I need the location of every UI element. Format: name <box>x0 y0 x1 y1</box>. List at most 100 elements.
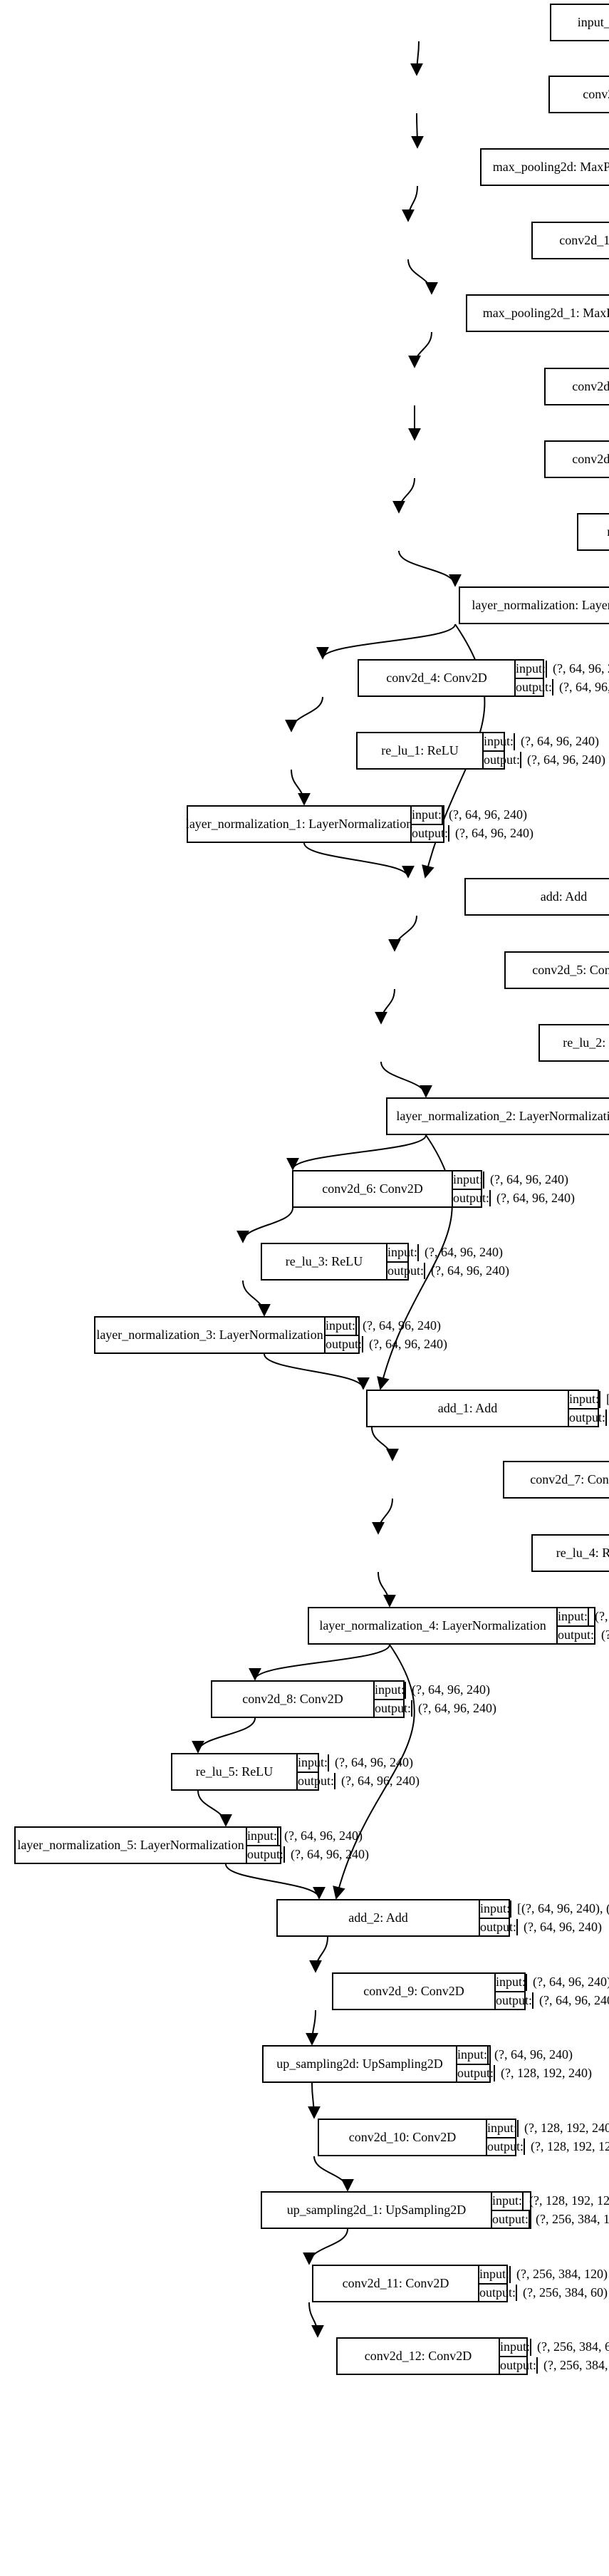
layer-name: re_lu_2: ReLU <box>540 1025 609 1060</box>
input-row: input:(?, 64, 96, 240) <box>247 1828 363 1846</box>
layer-shape-table: input: (?, 128, 192, 240)output: (?, 128, … <box>487 2120 609 2155</box>
input-row: input: (?, 128, 192, 240) <box>487 2120 609 2138</box>
output-label: output: <box>387 1262 426 1279</box>
input-row: input:(?, 64, 96, 240) <box>558 1608 609 1627</box>
input-shape: (?, 64, 96, 240) <box>490 1172 568 1187</box>
input-shape: (?, 128, 192, 120) <box>529 2193 609 2208</box>
output-row: output:(?, 64, 96, 240) <box>558 1626 609 1643</box>
input-row: input:(?, 64, 96, 240) <box>387 1244 503 1263</box>
output-row: output:(?, 64, 96, 240) <box>569 1409 608 1426</box>
layer-name: layer_normalization: LayerNormalization <box>460 588 609 623</box>
layer-name: up_sampling2d_1: UpSampling2D <box>262 2193 492 2228</box>
layer-node-max-pooling2d: max_pooling2d: MaxPooling2Dinput:(?, 256… <box>480 148 609 186</box>
edge-conv2d-1-to-max-pooling2d-1 <box>407 259 438 295</box>
edge-re-lu-3-to-layer-normalization-3 <box>242 1280 271 1317</box>
input-label: input: <box>412 807 444 824</box>
output-shape: (?, 64, 96, 240) <box>291 1846 369 1861</box>
output-shape: (?, 64, 96, 240) <box>431 1263 509 1278</box>
edge-conv2d-3-to-re-lu <box>392 477 415 514</box>
layer-shape-table: input:(?, 64, 96, 240)output:(?, 64, 96,… <box>484 733 605 768</box>
input-label: input: <box>492 2193 524 2210</box>
output-shape: (?, 64, 96, 240) <box>496 1190 575 1205</box>
layer-name: add_1: Add <box>368 1391 569 1426</box>
layer-name: conv2d_4: Conv2D <box>359 661 516 695</box>
layer-name: re_lu_5: ReLU <box>172 1754 298 1789</box>
layer-name: conv2d_6: Conv2D <box>293 1171 453 1206</box>
layer-name: re_lu_1: ReLU <box>358 733 484 768</box>
input-row: input:(?, 64, 96, 240) <box>516 661 609 679</box>
output-label: output: <box>492 2210 531 2228</box>
layer-shape-table: input:(?, 64, 96, 240)output: (?, 64, 96,… <box>516 661 609 695</box>
layer-shape-table: input:(?, 256, 384, 60)output:(?, 256, 3… <box>500 2339 609 2374</box>
edge-conv2d-8-to-re-lu-5 <box>192 1717 256 1754</box>
layer-name: conv2d_5: Conv2D <box>506 953 609 988</box>
output-shape: (?, 256, 384, 60) <box>523 2285 608 2300</box>
output-row: output: (?, 256, 384, 60) <box>479 2284 608 2301</box>
layer-shape-table: input:(?, 64, 96, 240)output:(?, 64, 96,… <box>558 1608 609 1643</box>
layer-name: max_pooling2d_1: MaxPooling2D <box>467 296 609 331</box>
layer-name: conv2d_10: Conv2D <box>319 2120 487 2155</box>
input-shape: (?, 64, 96, 240) <box>521 734 599 749</box>
layer-shape-table: input:(?, 128, 192, 120)output:(?, 256, … <box>492 2193 609 2228</box>
edge-conv2d-10-to-up-sampling2d-1 <box>313 2156 354 2192</box>
output-label: output: <box>298 1772 336 1789</box>
edge-add-to-conv2d-5 <box>388 915 417 952</box>
layer-name: layer_normalization_1: LayerNormalizatio… <box>186 807 412 842</box>
layer-name: layer_normalization_5: LayerNormalizatio… <box>16 1828 247 1863</box>
output-shape: (?, 64, 96, 240) <box>524 1919 602 1934</box>
layer-name: layer_normalization_2: LayerNormalizatio… <box>387 1099 609 1134</box>
edge-conv2d-7-to-re-lu-4 <box>372 1498 393 1535</box>
layer-name: add: Add <box>466 879 609 914</box>
output-shape: (?, 64, 96, 240) <box>455 825 533 840</box>
layer-name: add_2: Add <box>278 1900 480 1935</box>
output-shape: (?, 64, 96, 240) <box>341 1773 420 1788</box>
output-label: output: <box>375 1700 413 1717</box>
output-label: output: <box>487 2138 526 2155</box>
input-label: input: <box>375 1682 407 1699</box>
output-label: output: <box>496 1992 534 2009</box>
layer-name: layer_normalization_3: LayerNormalizatio… <box>95 1318 326 1352</box>
input-row: input:[(?, 64, 96, 240), (?, 64, 96, 240… <box>480 1900 609 1919</box>
output-label: output: <box>516 678 554 695</box>
input-shape: (?, 128, 192, 240) <box>524 2121 609 2136</box>
input-shape: (?, 64, 96, 240) <box>533 1975 609 1990</box>
edge-re-lu-5-to-layer-normalization-5 <box>197 1790 232 1827</box>
output-label: output: <box>412 824 450 842</box>
edge-re-lu-4-to-layer-normalization-4 <box>378 1571 396 1608</box>
input-label: input: <box>558 1608 590 1625</box>
edge-layer-normalization-2-to-conv2d-6 <box>286 1134 427 1171</box>
edge-input-1-to-conv2d <box>410 41 424 76</box>
layer-name: layer_normalization_4: LayerNormalizatio… <box>309 1608 558 1643</box>
output-label: output: <box>479 2284 518 2301</box>
layer-name: conv2d_7: Conv2D <box>504 1462 609 1497</box>
layer-name: conv2d_8: Conv2D <box>212 1682 375 1717</box>
input-label: input: <box>487 2120 519 2137</box>
output-shape: (?, 64, 96, 240) <box>539 1992 609 2007</box>
output-shape: (?, 64, 96, 240) <box>559 679 609 694</box>
input-shape: (?, 64, 96, 240) <box>363 1318 441 1333</box>
layer-node-layer-normalization-4: layer_normalization_4: LayerNormalizatio… <box>308 1607 609 1645</box>
layer-node-layer-normalization: layer_normalization: LayerNormalizationi… <box>459 586 609 624</box>
layer-node-layer-normalization-1: layer_normalization_1: LayerNormalizatio… <box>186 805 533 843</box>
edge-layer-normalization-to-conv2d-4 <box>316 624 456 660</box>
edge-re-lu-1-to-layer-normalization-1 <box>291 769 311 806</box>
layer-name: re_lu_3: ReLU <box>262 1244 387 1279</box>
input-row: input:[(?, 64, 96, 240), (?, 64, 96, 240… <box>569 1391 609 1409</box>
layer-shape-table: input:(?, 64, 96, 240)output:(?, 64, 96,… <box>298 1754 420 1789</box>
edge-layer-normalization-4-to-add-2 <box>333 1644 415 1900</box>
edge-conv2d-9-to-up-sampling2d <box>306 2009 319 2046</box>
layer-shape-table: input:(?, 64, 96, 240)output:(?, 64, 96,… <box>453 1171 575 1206</box>
edge-layer-normalization-3-to-add-1 <box>264 1353 370 1390</box>
input-row: input:(?, 64, 96, 240) <box>326 1318 441 1336</box>
